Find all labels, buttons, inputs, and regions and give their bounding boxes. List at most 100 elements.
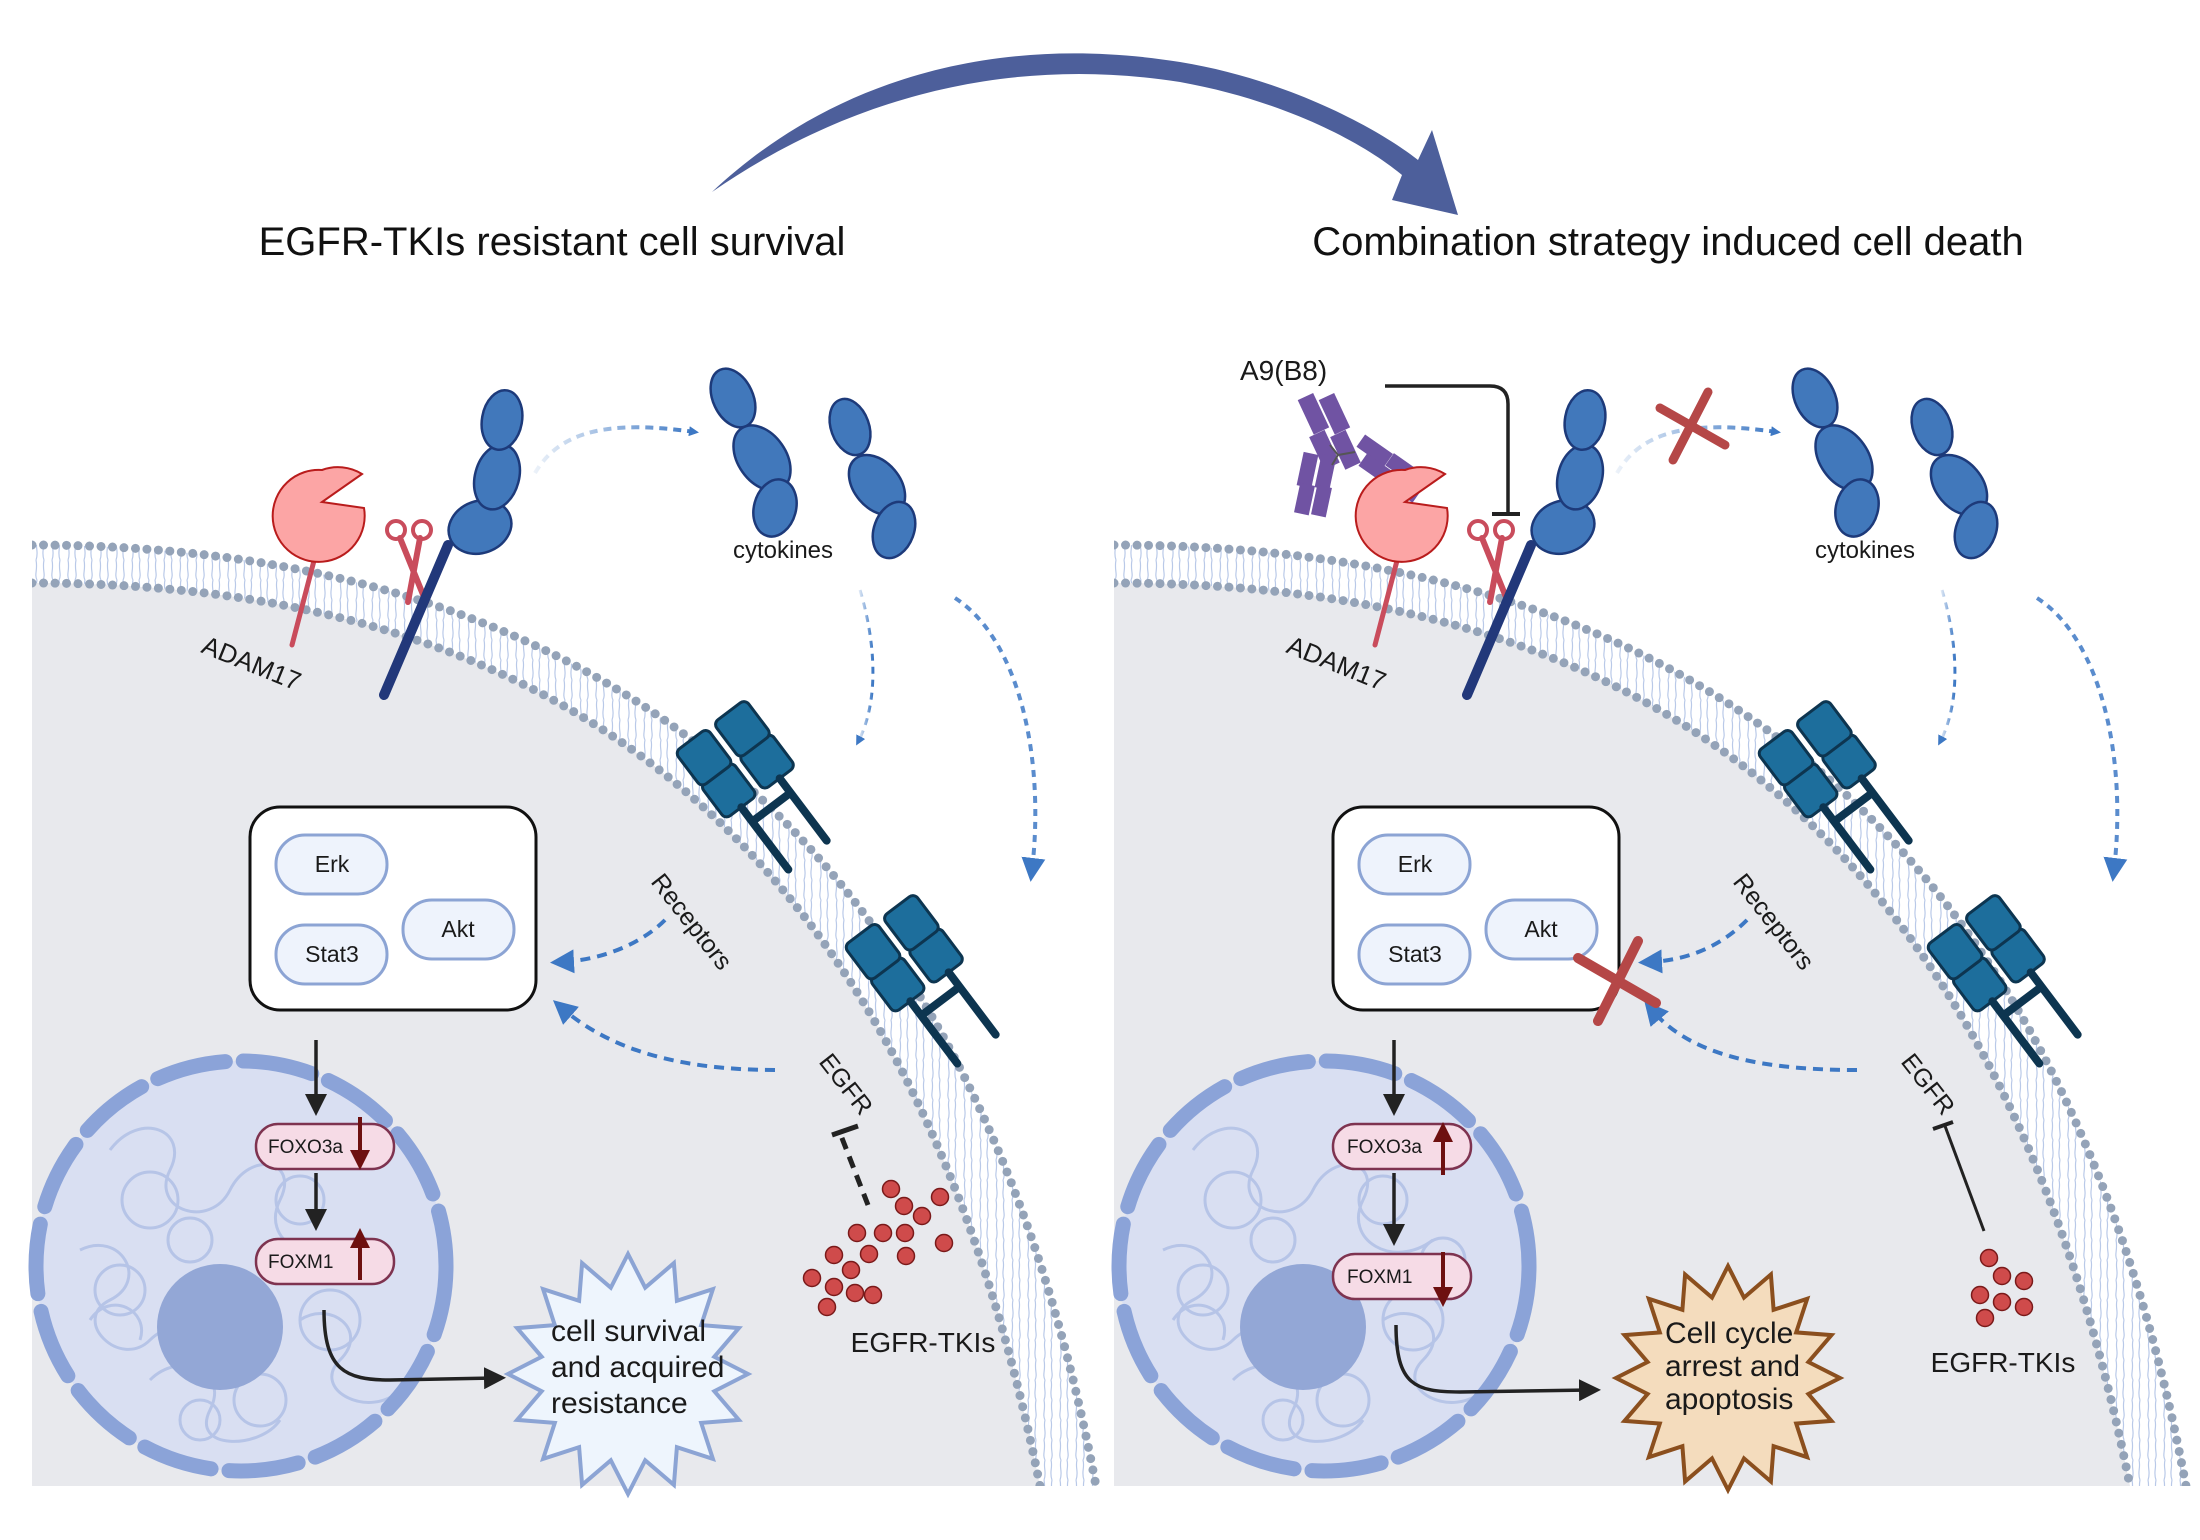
kinase-akt-label: Akt bbox=[1524, 916, 1558, 942]
scissors-icon bbox=[1467, 519, 1515, 605]
kinase-pill-akt bbox=[401, 898, 516, 961]
outcome-line-2: arrest and bbox=[1665, 1350, 1800, 1383]
membrane-bound-ligand bbox=[379, 389, 524, 700]
foxo3a-label: FOXO3a bbox=[268, 1137, 343, 1158]
kinase-signaling-box: Erk Stat3 Akt bbox=[1331, 805, 1621, 1012]
egfr-receptor bbox=[1926, 894, 2082, 1068]
drug-molecule bbox=[1979, 1248, 1999, 1268]
kinase-erk-label: Erk bbox=[1398, 851, 1433, 877]
cytokines-label: cytokines bbox=[1815, 537, 1915, 564]
drug-molecule bbox=[841, 1260, 861, 1280]
drug-molecule bbox=[802, 1268, 822, 1288]
outcome-line-3: resistance bbox=[551, 1387, 688, 1420]
drug-molecule bbox=[930, 1187, 950, 1207]
drug-molecule bbox=[859, 1244, 879, 1264]
outcome-line-1: Cell cycle bbox=[1665, 1317, 1793, 1350]
drug-molecule bbox=[847, 1223, 867, 1243]
foxm1-to-outcome-arrow[interactable] bbox=[1394, 1324, 1601, 1402]
membrane-bound-ligand bbox=[1462, 389, 1607, 700]
transition-arrow bbox=[712, 53, 1458, 215]
cell-membrane bbox=[1114, 545, 2186, 1486]
drug-molecule bbox=[2014, 1271, 2034, 1291]
drug-molecule bbox=[894, 1196, 914, 1216]
cytokine-to-receptor-arrow[interactable] bbox=[1938, 589, 1957, 746]
foxm1-label: FOXM1 bbox=[1347, 1267, 1412, 1288]
foxo3a-label: FOXO3a bbox=[1347, 1137, 1422, 1158]
membrane-inner-heads bbox=[32, 578, 1045, 1486]
kinase-pill-stat3 bbox=[274, 923, 389, 986]
kinase-pill-stat3 bbox=[1357, 923, 1472, 986]
soluble-cytokine bbox=[828, 397, 917, 560]
egfr-receptor bbox=[844, 894, 1000, 1068]
cytokine-receptor bbox=[1757, 700, 1913, 874]
adam17-enzyme bbox=[1354, 466, 1449, 648]
drug-molecule bbox=[1992, 1266, 2012, 1286]
ligand-release-arrow[interactable] bbox=[533, 425, 699, 475]
drug-molecule bbox=[824, 1277, 844, 1297]
kinase-stat3-label: Stat3 bbox=[1388, 941, 1442, 967]
cytokines-label: cytokines bbox=[733, 537, 833, 564]
drug-molecule bbox=[863, 1285, 883, 1305]
left-panel-title: EGFR-TKIs resistant cell survival bbox=[259, 220, 846, 264]
nuclear-envelope bbox=[28, 1053, 454, 1479]
foxm1-label: FOXM1 bbox=[268, 1252, 333, 1273]
right-panel-title: Combination strategy induced cell death bbox=[1312, 220, 2024, 264]
tki-drug-molecules bbox=[1970, 1248, 2034, 1328]
soluble-cytokine bbox=[1910, 397, 1999, 560]
outcome-line-2: and acquired bbox=[551, 1351, 724, 1384]
kinase-pill-erk bbox=[274, 833, 389, 896]
tki-inhibition-line bbox=[1943, 1125, 1986, 1232]
drug-molecule bbox=[881, 1179, 901, 1199]
nuclear-envelope bbox=[1111, 1053, 1537, 1479]
ligand-release-arrow[interactable] bbox=[1615, 425, 1781, 475]
antibody-label: A9(B8) bbox=[1240, 355, 1327, 386]
drug-molecule bbox=[934, 1233, 954, 1253]
nucleolus bbox=[1240, 1264, 1366, 1390]
foxm1-node: FOXM1 bbox=[254, 1228, 396, 1286]
drug-molecule bbox=[817, 1297, 837, 1317]
receptor-signal-arrow[interactable] bbox=[550, 918, 667, 974]
outcome-line-1: cell survival bbox=[551, 1315, 706, 1348]
kinase-pill-erk bbox=[1357, 833, 1472, 896]
tki-inhibition-bar bbox=[1932, 1120, 1954, 1131]
foxm1-to-outcome-arrow[interactable] bbox=[322, 1309, 506, 1390]
kinase-stat3-label: Stat3 bbox=[305, 941, 359, 967]
drug-molecule bbox=[2014, 1297, 2034, 1317]
kinase-pill-akt bbox=[1484, 898, 1599, 961]
drug-molecule bbox=[1975, 1308, 1995, 1328]
drug-molecule bbox=[1992, 1292, 2012, 1312]
kinase-erk-label: Erk bbox=[315, 851, 350, 877]
soluble-cytokine bbox=[1791, 367, 1880, 538]
adam17-enzyme bbox=[271, 466, 366, 648]
tki-drug-molecules bbox=[802, 1179, 954, 1317]
apoptosis-outcome-burst: Cell cycle arrest and apoptosis bbox=[1611, 1261, 1845, 1495]
cytokine-to-receptor-arrow[interactable] bbox=[856, 589, 875, 746]
foxo3a-node: FOXO3a bbox=[254, 1117, 396, 1171]
drug-molecule bbox=[912, 1206, 932, 1226]
egfr-signal-arrow[interactable] bbox=[1644, 1000, 1858, 1072]
egfr-tkis-label: EGFR-TKIs bbox=[851, 1327, 996, 1358]
membrane-inner-heads bbox=[1114, 578, 2135, 1486]
drug-molecule bbox=[1970, 1285, 1990, 1305]
tki-inhibition-bar bbox=[831, 1123, 859, 1138]
kinase-signaling-box: Erk Stat3 Akt bbox=[248, 805, 538, 1012]
drug-molecule bbox=[845, 1283, 865, 1303]
cell-membrane bbox=[32, 545, 1096, 1486]
cytokine-to-egfr-arrow[interactable] bbox=[953, 596, 1046, 882]
drug-molecule bbox=[873, 1223, 893, 1243]
egfr-signal-arrow[interactable] bbox=[552, 1000, 776, 1072]
drug-molecule bbox=[896, 1246, 916, 1266]
nucleolus bbox=[157, 1264, 283, 1390]
cytokine-to-egfr-arrow[interactable] bbox=[2035, 596, 2128, 882]
tki-inhibition-line bbox=[837, 1132, 871, 1206]
blocked-release-x-icon bbox=[1655, 387, 1730, 465]
receptor-signal-arrow[interactable] bbox=[1638, 918, 1749, 974]
foxm1-node: FOXM1 bbox=[1331, 1252, 1473, 1307]
kinase-akt-label: Akt bbox=[441, 916, 475, 942]
survival-outcome-burst: cell survival and acquired resistance bbox=[503, 1249, 753, 1499]
drug-molecule bbox=[895, 1223, 915, 1243]
antibody-inhibition-line bbox=[1385, 384, 1510, 514]
outcome-line-3: apoptosis bbox=[1665, 1383, 1793, 1416]
cytokine-receptor bbox=[675, 700, 831, 874]
